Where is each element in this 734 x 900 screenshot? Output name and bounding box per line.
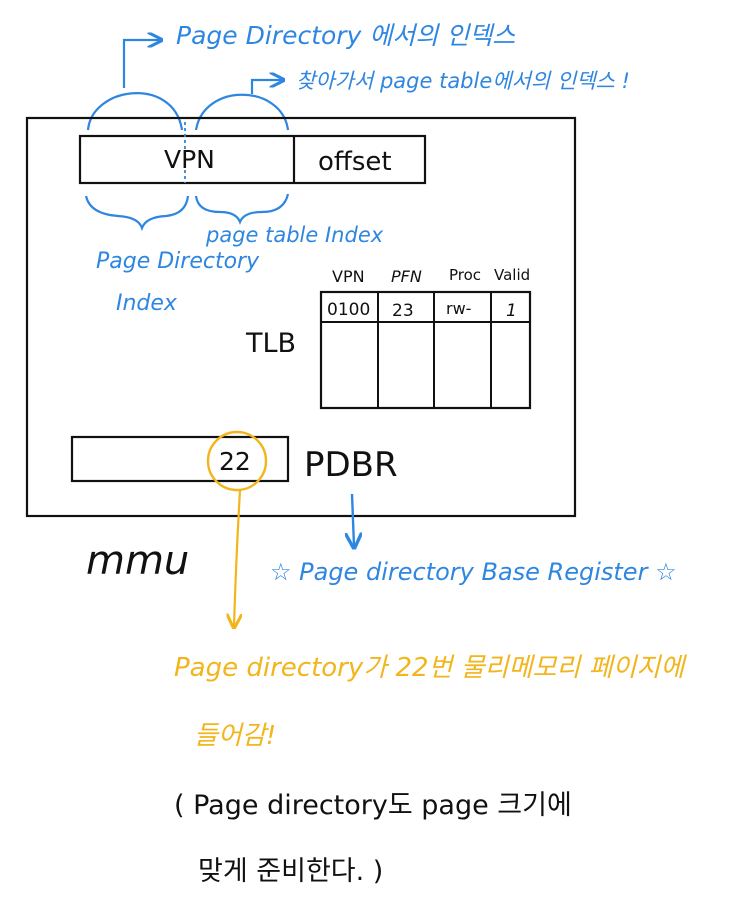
tlb-header-vpn: VPN	[332, 267, 365, 286]
yellow-note-line2: 들어감!	[194, 721, 276, 751]
pdbr-down-arrow	[352, 493, 354, 546]
pt-index-label: page table Index	[205, 223, 384, 247]
pt-index-arrow	[250, 80, 282, 94]
black-note-line2: 맞게 준비한다. )	[198, 856, 383, 887]
pd-index-label-line2: Index	[116, 291, 178, 316]
tlb-label: TLB	[245, 328, 296, 359]
mmu-label: mmu	[86, 538, 189, 584]
tlb-header-pfn: PFN	[391, 267, 422, 286]
pdbr-full-name: ☆ Page directory Base Register ☆	[270, 558, 677, 586]
pt-index-upper-brace	[194, 93, 290, 131]
pdbr-label: PDBR	[304, 445, 398, 485]
pt-index-note: 찾아가서 page table에서의 인덱스 !	[296, 69, 630, 93]
tlb-cell-proc: rw-	[446, 299, 471, 318]
offset-label: offset	[318, 147, 392, 177]
black-note-line1: ( Page directory도 page 크기에	[174, 790, 572, 821]
pd-index-note: Page Directory 에서의 인덱스	[176, 21, 516, 50]
pd-index-label-line1: Page Directory	[96, 249, 260, 274]
pdbr-value-highlight	[206, 430, 268, 492]
pd-index-arrow	[122, 40, 160, 88]
vpn-label: VPN	[164, 145, 215, 174]
vaddr-box	[78, 134, 427, 185]
tlb: VPN PFN Proc Valid 0100 23 rw- 1 TLB	[245, 266, 532, 410]
tlb-header-valid: Valid	[494, 266, 530, 284]
pt-index-lower-brace	[194, 193, 290, 225]
tlb-header-proc: Proc	[449, 266, 481, 284]
tlb-cell-pfn: 23	[392, 301, 414, 321]
tlb-table-border	[319, 290, 532, 410]
pdbr-value: 22	[219, 447, 251, 476]
pdbr: 22 PDBR	[70, 430, 398, 492]
mmu-box	[25, 116, 577, 518]
yellow-note-line1: Page directory가 22번 물리메모리 페이지에	[174, 653, 687, 683]
tlb-cell-vpn: 0100	[327, 300, 370, 320]
pd-index-lower-brace	[84, 195, 190, 232]
pdbr-value-arrow	[234, 489, 240, 626]
pdbr-box	[70, 435, 290, 483]
pd-index-upper-brace	[86, 92, 184, 131]
virtual-address: VPN offset	[78, 122, 427, 185]
tlb-cell-valid: 1	[506, 301, 517, 321]
